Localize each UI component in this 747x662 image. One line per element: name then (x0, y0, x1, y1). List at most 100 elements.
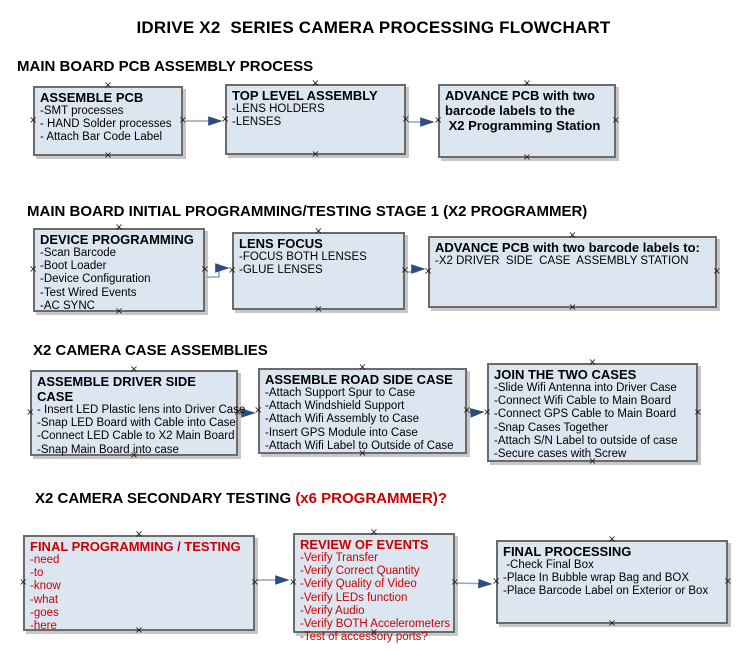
page-title: IDRIVE X2 SERIES CAMERA PROCESSING FLOWC… (136, 18, 611, 37)
flow-box-advance-pcb-driver-side: ADVANCE PCB with two barcode labels to: … (424, 231, 721, 313)
connection-point-icon: × (462, 405, 471, 416)
box-line: -what (30, 593, 59, 606)
box-line: - HAND Solder processes (40, 118, 172, 131)
section-heading-black-part: X2 CAMERA SECONDARY TESTING (35, 490, 296, 507)
connection-point-icon: × (314, 304, 323, 315)
connection-point-icon: × (693, 406, 702, 418)
box-line: -Place In Bubble wrap Bag and BOX (503, 572, 690, 585)
box-line: -know (30, 580, 61, 593)
connection-point-icon: × (607, 618, 617, 629)
box-line: -Verify BOTH Accelerometers (300, 618, 451, 631)
box-title: LENS FOCUS (239, 236, 323, 251)
box-line: -Verify Transfer (300, 552, 378, 564)
box-line: -Connect LED Cable to X2 Main Board (37, 430, 235, 443)
connection-point-icon: × (400, 265, 409, 276)
box-line: - Attach Bar Code Label (40, 131, 163, 144)
flow-box-assemble-driver-side-case: ASSEMBLE DRIVER SIDE CASE - Insert LED P… (26, 365, 246, 461)
flow-box-lens-focus: LENS FOCUS -FOCUS BOTH LENSES -GLUE LENS… (228, 227, 409, 315)
connection-point-icon: × (250, 577, 259, 588)
box-line: -FOCUS BOTH LENSES (239, 251, 367, 263)
box-line: -here (30, 620, 57, 633)
box-line: -need (30, 554, 60, 566)
connection-point-icon: × (19, 577, 28, 588)
connection-point-icon: × (450, 577, 459, 588)
box-line: -Device Configuration (40, 273, 151, 286)
connection-point-icon: × (424, 266, 433, 277)
box-title: ADVANCE PCB with two barcode labels to t… (445, 88, 601, 133)
box-title: ASSEMBLE DRIVER SIDE CASE (37, 374, 200, 404)
box-line: -GLUE LENSES (239, 264, 323, 277)
connection-point-icon: × (200, 264, 209, 275)
arrow-lensfocus-to-advance (407, 264, 426, 274)
box-line: -Verify Correct Quantity (300, 565, 420, 578)
box-line: -X2 DRIVER SIDE CASE ASSEMBLY STATION (435, 255, 689, 267)
connection-point-icon: × (401, 113, 410, 125)
connection-point-icon: × (492, 576, 501, 587)
flow-box-advance-pcb-programming-station: ADVANCE PCB with two barcode labels to t… (434, 79, 620, 163)
connection-point-icon: × (611, 115, 620, 126)
box-title: FINAL PROCESSING (503, 544, 632, 559)
box-title: FINAL PROGRAMMING / TESTING (30, 539, 241, 554)
box-line: -goes (30, 606, 59, 619)
box-line: -Connect GPS Cable to Main Board (494, 408, 677, 421)
flow-box-final-programming-testing: FINAL PROGRAMMING / TESTING -need -to -k… (19, 530, 259, 636)
box-line: -Check Final Box (503, 559, 594, 571)
box-title: ASSEMBLE PCB (40, 90, 144, 105)
arrow-review-to-finalproc (456, 578, 493, 589)
connection-point-icon: × (254, 405, 263, 416)
box-line: -Verify Audio (300, 604, 365, 617)
flow-box-join-the-two-cases: JOIN THE TWO CASES -Slide Wifi Antenna i… (483, 358, 702, 467)
box-line: -AC SYNC (40, 299, 95, 312)
box-line: -Secure cases with Screw (494, 448, 627, 461)
box-title: REVIEW OF EVENTS (300, 537, 429, 552)
box-line: -Boot Loader (40, 260, 107, 273)
section-heading-secondary-testing: X2 CAMERA SECONDARY TESTING (x6 PROGRAMM… (35, 490, 447, 507)
box-line: -LENS HOLDERS (232, 103, 325, 115)
connection-point-icon: × (228, 265, 237, 276)
connection-point-icon: × (712, 266, 721, 277)
connection-point-icon: × (29, 115, 38, 126)
arrow-roadside-to-join (468, 408, 485, 418)
box-line: -Verify LEDs function (300, 591, 408, 604)
flow-box-assemble-road-side-case: ASSEMBLE ROAD SIDE CASE -Attach Support … (254, 363, 471, 459)
box-line: -Snap Cases Together (494, 421, 609, 434)
box-line: -SMT processes (40, 105, 124, 117)
connection-point-icon: × (103, 150, 113, 161)
box-line: -Scan Barcode (40, 247, 117, 259)
connection-point-icon: × (568, 302, 577, 313)
connection-point-icon: × (434, 115, 443, 126)
connection-point-icon: × (522, 152, 532, 163)
connection-point-icon: × (483, 406, 492, 418)
box-title: TOP LEVEL ASSEMBLY (232, 88, 378, 103)
box-line: -Insert GPS Module into Case (265, 426, 418, 439)
flow-box-review-of-events: REVIEW OF EVENTS -Verify Transfer -Verif… (289, 528, 459, 644)
section-heading-pcb-assembly: MAIN BOARD PCB ASSEMBLY PROCESS (17, 58, 314, 75)
connection-point-icon: × (311, 149, 320, 160)
box-line: - Insert LED Plastic lens into Driver Ca… (37, 404, 246, 416)
box-line: -Place Barcode Label on Exterior or Box (503, 585, 709, 598)
box-title: JOIN THE TWO CASES (494, 367, 637, 382)
box-line: -Attach Wifi Label to Outside of Case (265, 439, 454, 452)
section-heading-case-assemblies: X2 CAMERA CASE ASSEMBLIES (33, 342, 268, 359)
connection-point-icon: × (26, 407, 35, 418)
box-line: -Slide Wifi Antenna into Driver Case (494, 382, 677, 394)
connection-point-icon: × (289, 577, 298, 588)
box-line: -Snap Main Board into case (37, 443, 179, 456)
flow-box-device-programming: DEVICE PROGRAMMING -Scan Barcode -Boot L… (29, 223, 209, 317)
box-line: -Verify Quality of Video (300, 578, 417, 591)
flow-box-assemble-pcb: ASSEMBLE PCB -SMT processes - HAND Solde… (29, 81, 187, 161)
box-title: ADVANCE PCB with two barcode labels to: (435, 240, 700, 255)
box-line: -Attach Windshield Support (265, 400, 405, 413)
box-title: DEVICE PROGRAMMING (40, 232, 194, 247)
flow-box-top-level-assembly: TOP LEVEL ASSEMBLY -LENS HOLDERS -LENSES… (221, 79, 410, 160)
box-line: -Attach S/N Label to outside of case (494, 434, 678, 447)
flow-box-final-processing: FINAL PROCESSING -Check Final Box -Place… (492, 535, 732, 629)
section-heading-red-part: (x6 PROGRAMMER)? (295, 490, 447, 507)
arrow-device-to-lensfocus (207, 263, 230, 278)
connection-point-icon: × (29, 264, 38, 275)
section-heading-initial-programming: MAIN BOARD INITIAL PROGRAMMING/TESTING S… (27, 203, 588, 220)
connection-point-icon: × (178, 115, 187, 126)
box-title: ASSEMBLE ROAD SIDE CASE (265, 372, 453, 387)
box-line: -Attach Support Spur to Case (265, 387, 416, 399)
